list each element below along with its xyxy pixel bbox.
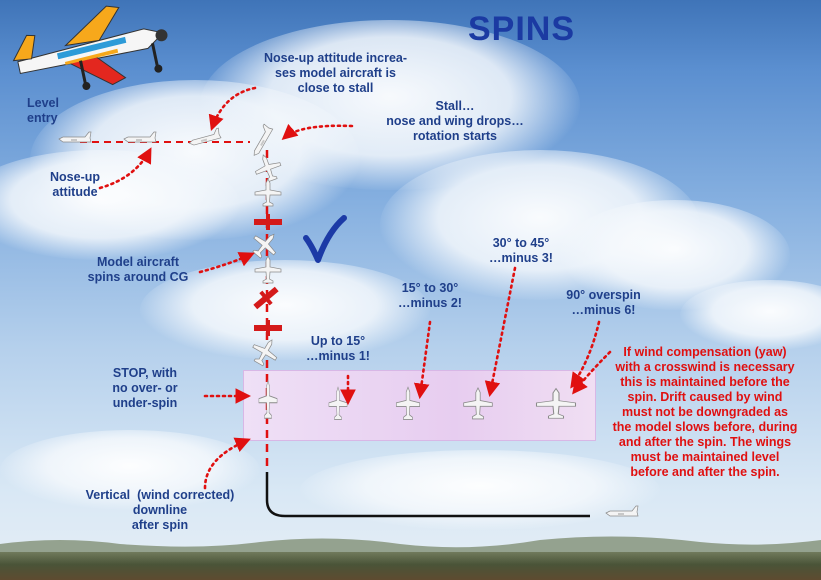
label-level-entry: Level entry — [27, 96, 59, 125]
cloud — [0, 150, 240, 260]
label-15-to-30: 15° to 30° …minus 2! — [398, 281, 462, 310]
aircraft-silhouette-icon — [258, 379, 278, 419]
label-nose-up-attitude: Nose-up attitude — [50, 170, 100, 199]
aircraft-silhouette-icon — [246, 333, 284, 371]
aircraft-silhouette-icon — [186, 127, 222, 147]
wind-compensation-note: If wind compensation (yaw) with a crossw… — [612, 345, 798, 479]
aircraft-silhouette-icon — [463, 387, 493, 420]
aircraft-silhouette-icon — [58, 131, 92, 143]
aircraft-silhouette-icon — [535, 388, 577, 419]
aircraft-silhouette-icon — [247, 123, 274, 158]
aircraft-silhouette-icon — [254, 214, 282, 230]
aircraft-silhouette-icon — [328, 386, 348, 421]
aerobatic-plane-icon — [12, 5, 168, 91]
label-up-to-15: Up to 15° …minus 1! — [306, 334, 370, 363]
label-model-spins: Model aircraft spins around CG — [87, 255, 189, 284]
checkmark-icon — [303, 215, 347, 263]
label-overspin-90: 90° overspin …minus 6! — [566, 288, 641, 317]
aircraft-silhouette-icon — [123, 131, 157, 143]
aircraft-silhouette-icon — [254, 320, 282, 336]
aircraft-silhouette-icon — [605, 505, 639, 517]
cloud — [0, 430, 260, 510]
label-stall: Stall… nose and wing drops… rotation sta… — [386, 99, 524, 143]
aircraft-silhouette-icon — [395, 386, 421, 421]
aircraft-silhouette-icon — [246, 225, 285, 264]
cloud — [140, 260, 430, 360]
ground — [0, 552, 821, 580]
exit-path — [265, 472, 590, 518]
aircraft-silhouette-icon — [254, 178, 282, 207]
label-nose-up-increases: Nose-up attitude increa- ses model aircr… — [263, 51, 408, 95]
label-vertical-downline: Vertical (wind corrected) downline after… — [85, 488, 235, 532]
cloud — [680, 280, 821, 350]
label-30-to-45: 30° to 45° …minus 3! — [489, 236, 553, 265]
aircraft-silhouette-icon — [254, 255, 282, 284]
label-stop: STOP, with no over- or under-spin — [112, 366, 178, 410]
diagram-title: SPINS — [468, 10, 576, 48]
